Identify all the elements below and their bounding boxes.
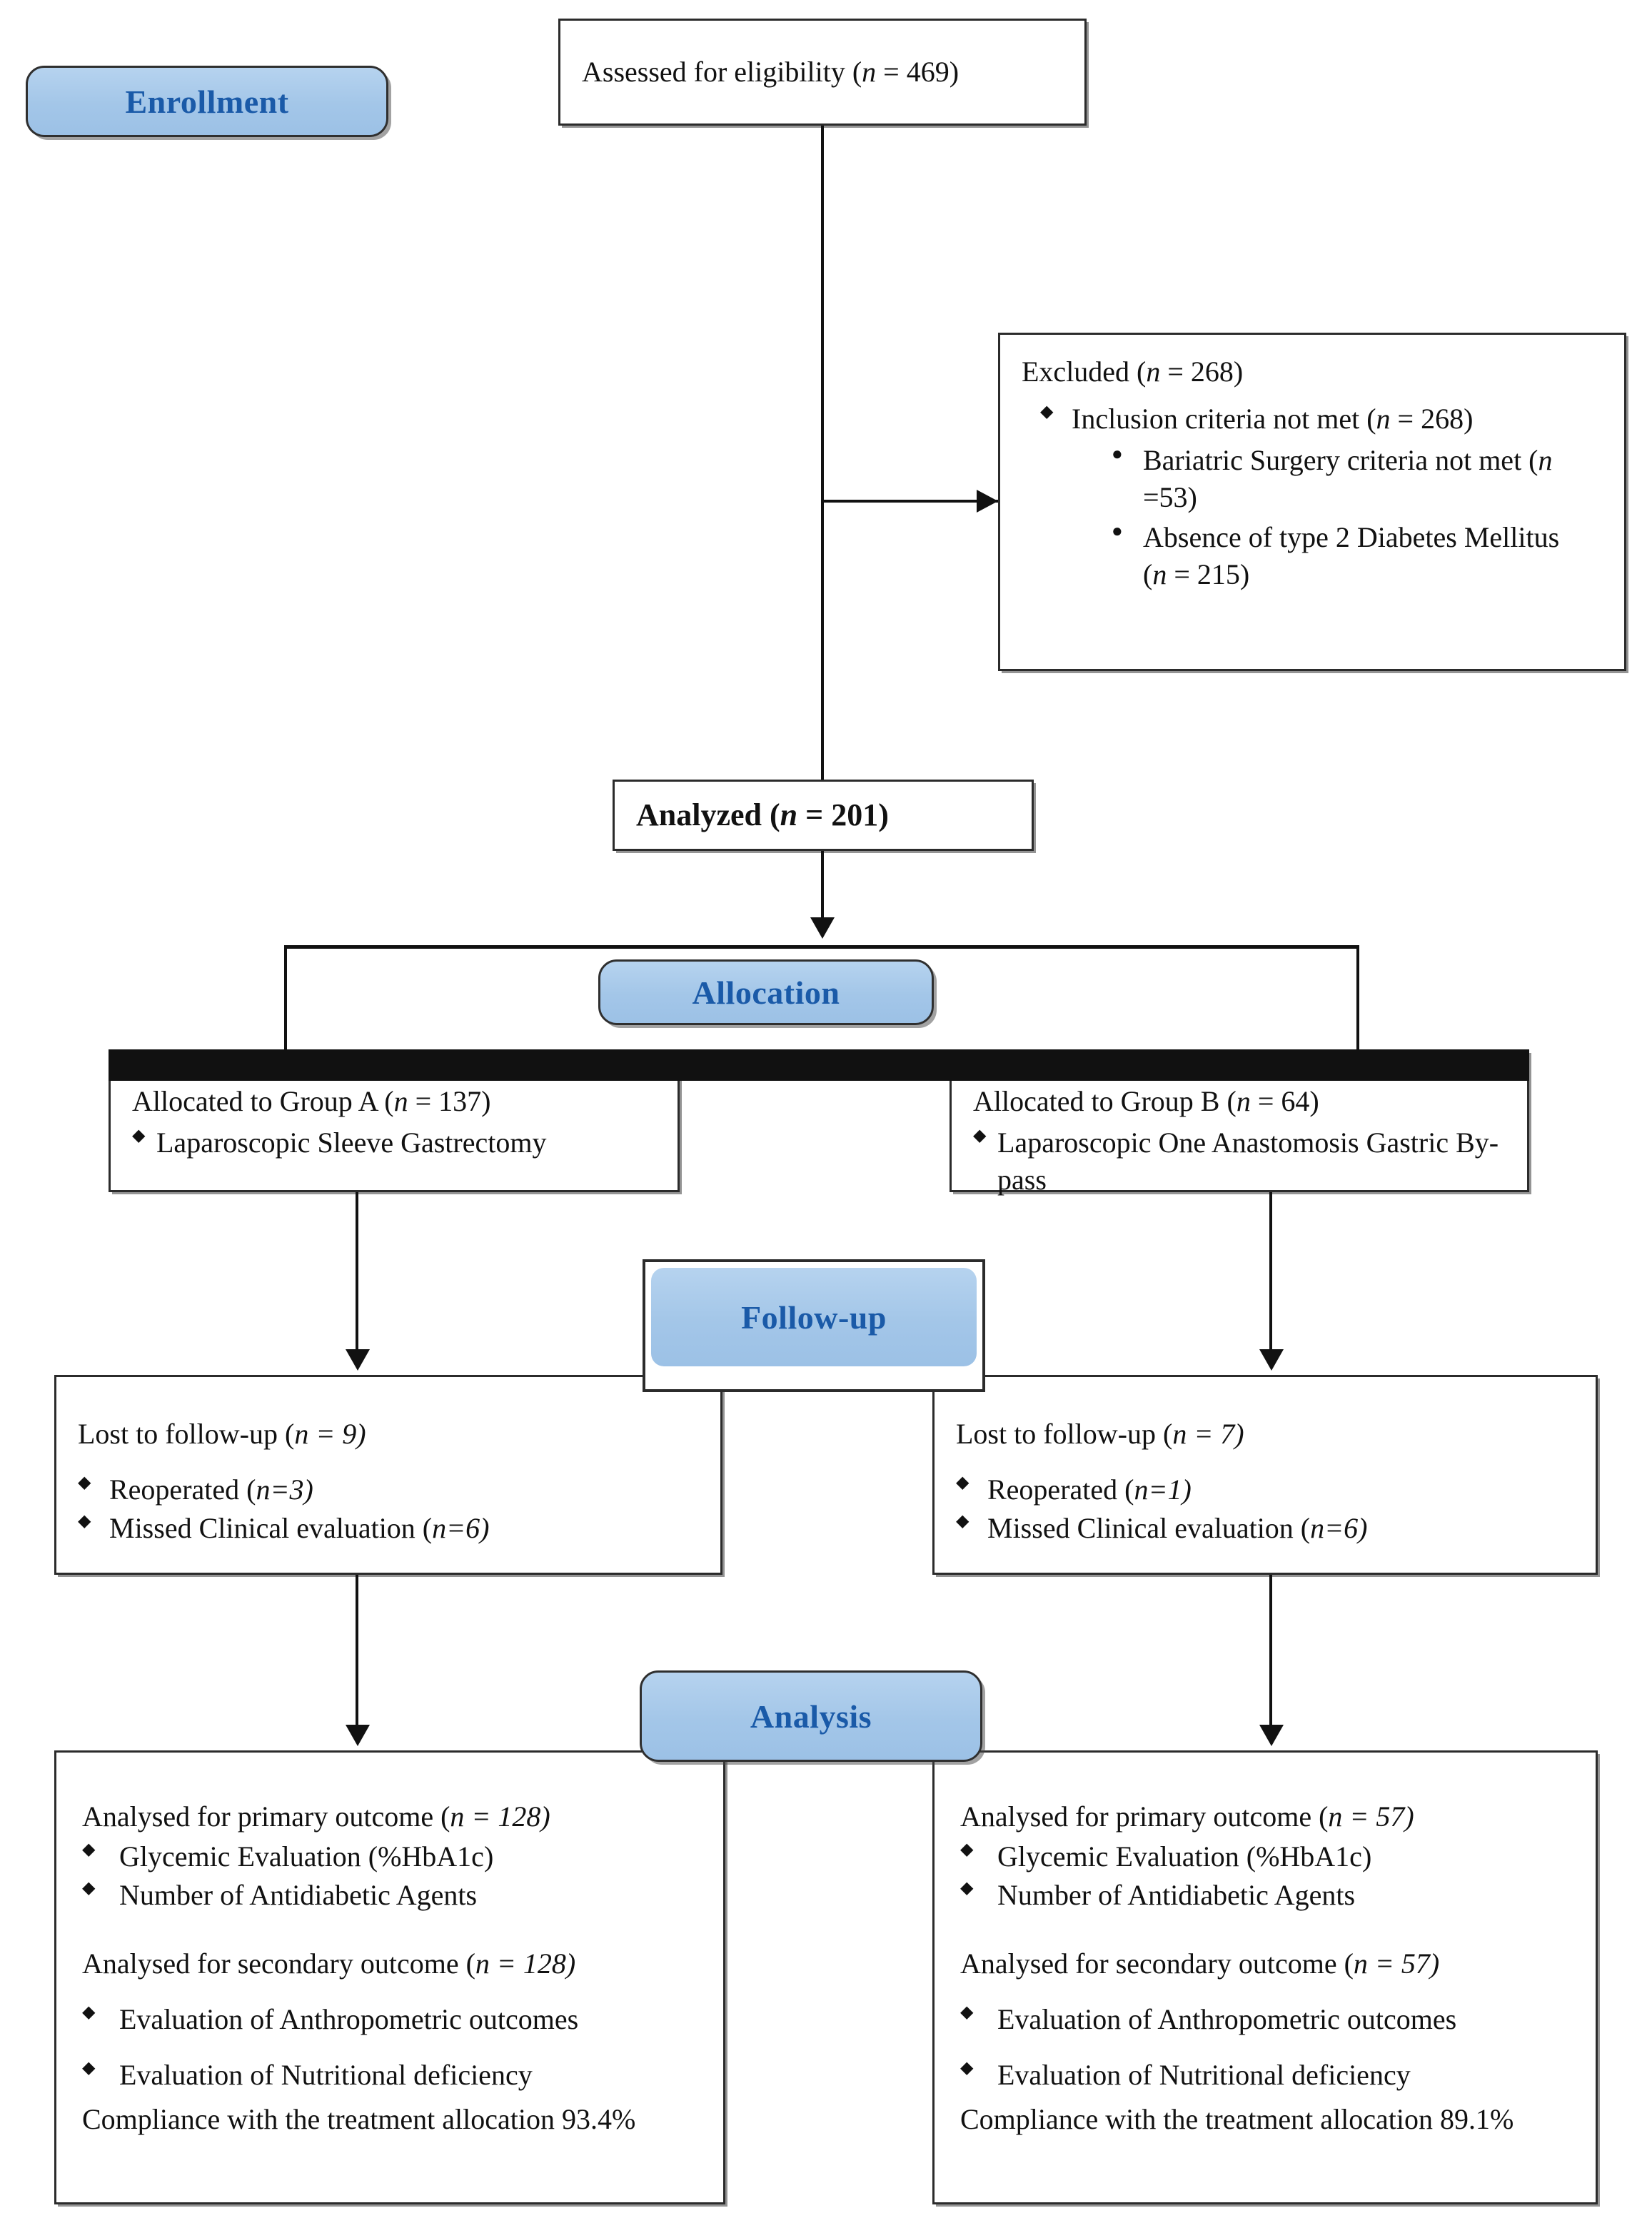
box-analysis-group-a: Analysed for primary outcome (n = 128) G… — [54, 1750, 725, 2204]
excluded-header: Excluded (n = 268) — [1022, 356, 1244, 388]
lost-followup-a-header: Lost to follow-up (n = 9) — [78, 1418, 366, 1450]
analyzed-n-symbol: n — [780, 797, 798, 833]
analysis-b-content: Analysed for primary outcome (n = 57) Gl… — [935, 1753, 1596, 2152]
analysis-a-secondary-header: Analysed for secondary outcome (n = 128) — [82, 1947, 576, 1980]
stage-badge-enrollment: Enrollment — [26, 66, 388, 137]
analysis-b-primary-list: Glycemic Evaluation (%HbA1c) Number of A… — [960, 1838, 1574, 1914]
excluded-sub-bariatric-criteria: Bariatric Surgery criteria not met (n =5… — [1112, 442, 1603, 516]
allocated-group-a-header: Allocated to Group A (n = 137) — [132, 1085, 491, 1117]
stage-badge-followup-label: Follow-up — [741, 1299, 887, 1336]
box-lost-to-followup-group-b: Lost to follow-up (n = 7) Reoperated (n=… — [932, 1375, 1598, 1575]
stage-badge-allocation-label: Allocation — [692, 974, 840, 1011]
analyzed-label: Analyzed ( — [636, 797, 780, 833]
allocated-group-a-content: Allocated to Group A (n = 137) Laparosco… — [111, 1052, 678, 1177]
connector-allocation-split-bar — [284, 945, 1359, 949]
lost-followup-a-list: Reoperated (n=3) Missed Clinical evaluat… — [78, 1471, 699, 1547]
stage-badge-analysis-label: Analysis — [750, 1698, 872, 1735]
analysis-b-secondary-header: Analysed for secondary outcome (n = 57) — [960, 1947, 1440, 1980]
arrow-group-a-followup-icon — [346, 1349, 370, 1371]
stage-badge-enrollment-label: Enrollment — [125, 83, 289, 120]
connector-group-a-to-followup — [356, 1192, 358, 1356]
arrow-analysis-left-icon — [346, 1725, 370, 1746]
analyzed-text: Analyzed (n = 201) — [615, 782, 1032, 849]
analysis-a-secondary-item: Evaluation of Nutritional deficiency — [82, 2057, 702, 2094]
lost-followup-b-header: Lost to follow-up (n = 7) — [956, 1418, 1244, 1450]
connector-to-excluded — [821, 500, 999, 503]
analyzed-n-value: = 201) — [797, 797, 889, 833]
analysis-a-primary-header: Analysed for primary outcome (n = 128) — [82, 1800, 550, 1833]
analysis-b-secondary-list: Evaluation of Anthropometric outcomes Ev… — [960, 2001, 1574, 2094]
lost-followup-b-missed-eval: Missed Clinical evaluation (n=6) — [956, 1510, 1574, 1547]
analysis-b-spacer — [960, 1915, 1574, 1945]
box-excluded: Excluded (n = 268) Inclusion criteria no… — [998, 333, 1626, 671]
analysis-a-compliance: Compliance with the treatment allocation… — [82, 2103, 636, 2135]
assessed-n-value: = 469) — [876, 56, 960, 88]
stage-badge-allocation: Allocation — [598, 959, 934, 1025]
lost-followup-a-missed-eval: Missed Clinical evaluation (n=6) — [78, 1510, 699, 1547]
box-lost-to-followup-group-a: Lost to follow-up (n = 9) Reoperated (n=… — [54, 1375, 722, 1575]
lost-followup-a-content: Lost to follow-up (n = 9) Reoperated (n=… — [56, 1377, 720, 1563]
analysis-a-content: Analysed for primary outcome (n = 128) G… — [56, 1753, 723, 2152]
allocated-group-b-item: Laparoscopic One Anastomosis Gastric By-… — [973, 1124, 1506, 1199]
analysis-b-primary-item: Glycemic Evaluation (%HbA1c) — [960, 1838, 1574, 1875]
box-analyzed: Analyzed (n = 201) — [613, 780, 1034, 851]
analysis-b-primary-item: Number of Antidiabetic Agents — [960, 1877, 1574, 1914]
arrow-group-b-followup-icon — [1259, 1349, 1284, 1371]
allocation-header-bar — [109, 1049, 1529, 1081]
connector-followup-b-to-analysis — [1269, 1575, 1272, 1730]
analysis-a-primary-item: Glycemic Evaluation (%HbA1c) — [82, 1838, 702, 1875]
analysis-a-secondary-list: Evaluation of Anthropometric outcomes Ev… — [82, 2001, 702, 2094]
connector-allocation-right-down — [1356, 945, 1359, 1077]
stage-badge-followup: Follow-up — [651, 1268, 977, 1366]
analysis-a-primary-item: Number of Antidiabetic Agents — [82, 1877, 702, 1914]
lost-followup-b-content: Lost to follow-up (n = 7) Reoperated (n=… — [935, 1377, 1596, 1563]
stage-badge-analysis: Analysis — [640, 1670, 982, 1762]
excluded-bullet-list: Inclusion criteria not met (n = 268) Bar… — [1022, 400, 1603, 593]
allocated-group-b-header: Allocated to Group B (n = 64) — [973, 1085, 1319, 1117]
lost-followup-b-reoperated: Reoperated (n=1) — [956, 1471, 1574, 1508]
box-assessed-for-eligibility: Assessed for eligibility (n = 469) — [558, 19, 1087, 126]
connector-group-b-to-followup — [1269, 1192, 1272, 1356]
analysis-b-secondary-item: Evaluation of Nutritional deficiency — [960, 2057, 1574, 2094]
excluded-sub-absence-t2dm: Absence of type 2 Diabetes Mellitus (n =… — [1112, 519, 1603, 593]
analysis-a-primary-list: Glycemic Evaluation (%HbA1c) Number of A… — [82, 1838, 702, 1914]
excluded-sub-list: Bariatric Surgery criteria not met (n =5… — [1072, 442, 1603, 593]
analysis-b-primary-header: Analysed for primary outcome (n = 57) — [960, 1800, 1414, 1833]
assessed-n-symbol: n — [862, 56, 877, 88]
allocated-group-b-content: Allocated to Group B (n = 64) Laparoscop… — [952, 1052, 1527, 1214]
allocated-group-a-list: Laparoscopic Sleeve Gastrectomy — [132, 1124, 656, 1161]
lost-followup-b-list: Reoperated (n=1) Missed Clinical evaluat… — [956, 1471, 1574, 1547]
connector-analyzed-down — [821, 851, 824, 922]
excluded-bullet-inclusion-criteria: Inclusion criteria not met (n = 268) Bar… — [1040, 400, 1603, 593]
analysis-a-spacer — [82, 1915, 702, 1945]
arrow-analysis-right-icon — [1259, 1725, 1284, 1746]
connector-assessed-to-analyzed — [821, 126, 824, 780]
allocated-group-b-list: Laparoscopic One Anastomosis Gastric By-… — [973, 1124, 1506, 1199]
box-analysis-group-b: Analysed for primary outcome (n = 57) Gl… — [932, 1750, 1598, 2204]
allocated-group-a-item: Laparoscopic Sleeve Gastrectomy — [132, 1124, 656, 1161]
analysis-b-secondary-item: Evaluation of Anthropometric outcomes — [960, 2001, 1574, 2038]
excluded-content: Excluded (n = 268) Inclusion criteria no… — [1000, 335, 1624, 612]
connector-allocation-left-down — [284, 945, 287, 1077]
arrow-to-excluded-icon — [977, 490, 998, 513]
arrow-analyzed-down-icon — [810, 917, 835, 939]
lost-followup-a-reoperated: Reoperated (n=3) — [78, 1471, 699, 1508]
assessed-label: Assessed for eligibility ( — [582, 56, 862, 88]
analysis-b-compliance: Compliance with the treatment allocation… — [960, 2103, 1514, 2135]
analysis-a-secondary-item: Evaluation of Anthropometric outcomes — [82, 2001, 702, 2038]
connector-followup-a-to-analysis — [356, 1575, 358, 1730]
assessed-text: Assessed for eligibility (n = 469) — [560, 21, 1084, 123]
